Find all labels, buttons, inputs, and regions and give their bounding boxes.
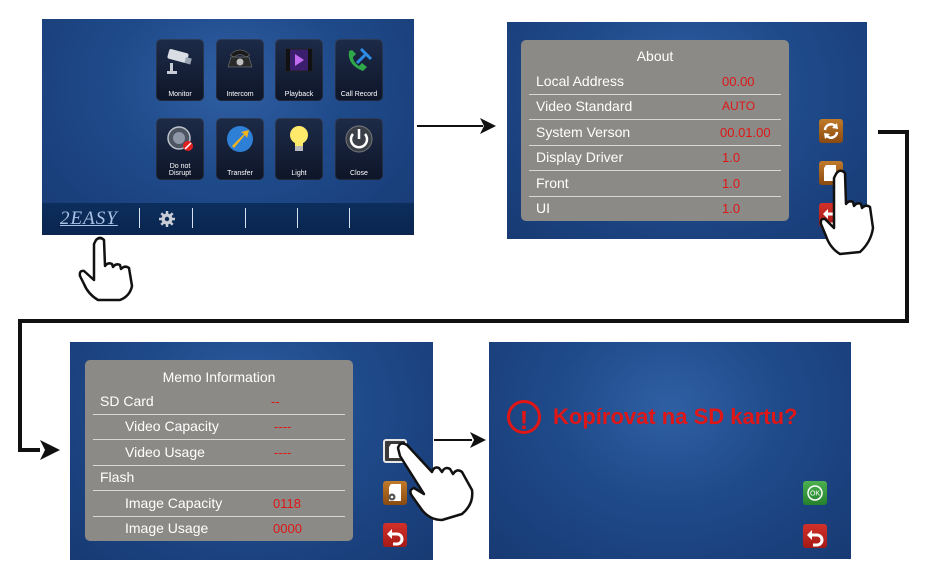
memo-panel: Memo Information SD Card -- Video Capaci… — [85, 360, 353, 541]
row-label: Image Usage — [125, 520, 209, 536]
back-button[interactable] — [803, 524, 827, 548]
row-value: 00.01.00 — [720, 125, 771, 140]
tile-intercom[interactable]: Intercom — [216, 39, 264, 101]
tile-transfer[interactable]: Transfer — [216, 118, 264, 180]
warning-icon: ! — [507, 400, 541, 435]
row-value: 1.0 — [722, 201, 741, 216]
info-row: Video Capacity ---- — [93, 415, 345, 440]
tile-label: Playback — [284, 91, 314, 98]
row-label: Image Capacity — [125, 495, 223, 511]
info-row: Video Standard AUTO — [529, 95, 781, 120]
info-row: UI 1.0 — [529, 197, 781, 221]
tile-label: Monitor — [168, 91, 192, 98]
info-row: Video Usage ---- — [93, 441, 345, 466]
flow-connector-icon — [18, 130, 909, 460]
power-icon — [345, 125, 373, 153]
tile-close[interactable]: Close — [335, 118, 383, 180]
tile-label: Do not Disrupt — [168, 163, 192, 177]
tile-call-record[interactable]: Call Record — [335, 39, 383, 101]
row-value: AUTO — [722, 99, 756, 113]
tile-label: Call Record — [340, 91, 378, 98]
about-panel: About Local Address 00.00 Video Standard… — [521, 40, 789, 221]
row-value: 1.0 — [722, 150, 741, 165]
tile-do-not-disrupt[interactable]: Do not Disrupt — [156, 118, 204, 180]
home-screen: Monitor Intercom Playback Call Record — [42, 19, 414, 235]
tile-playback[interactable]: Playback — [275, 39, 323, 101]
row-label: UI — [536, 200, 550, 216]
row-label: Video Usage — [125, 444, 205, 460]
tile-label: Light — [291, 170, 307, 177]
flow-arrow-icon — [417, 118, 496, 134]
light-bulb-icon — [290, 126, 308, 151]
row-label: Video Standard — [536, 98, 633, 114]
brand-logo[interactable]: 2EASY — [60, 208, 118, 229]
info-row: Image Usage 0000 — [93, 517, 345, 541]
tile-monitor[interactable]: Monitor — [156, 39, 204, 101]
ok-button[interactable]: OK — [803, 481, 827, 505]
refresh-button[interactable] — [819, 119, 843, 143]
info-row: Image Capacity 0118 — [93, 492, 345, 517]
tile-label: Close — [350, 170, 368, 177]
confirm-screen: ! Kopírovat na SD kartu? OK — [489, 342, 851, 559]
row-value: 0000 — [273, 521, 302, 536]
back-button[interactable] — [383, 523, 407, 547]
divider — [139, 208, 140, 228]
pointing-hand-icon — [396, 442, 474, 522]
divider — [192, 208, 193, 228]
divider — [245, 208, 246, 228]
row-label: Video Capacity — [125, 418, 219, 434]
panel-title: About — [636, 48, 674, 64]
sd-settings-icon — [388, 484, 401, 501]
row-value: 00.00 — [722, 74, 755, 89]
about-screen: About Local Address 00.00 Video Standard… — [507, 22, 867, 239]
refresh-icon — [823, 123, 839, 139]
bottom-bar: 2EASY — [42, 203, 414, 235]
panel-title: Memo Information — [162, 369, 276, 385]
tile-label: Transfer — [227, 170, 253, 177]
info-row: System Verson 00.01.00 — [529, 121, 781, 146]
row-label: SD Card — [100, 393, 154, 409]
back-icon — [807, 530, 824, 547]
gear-icon[interactable] — [158, 210, 176, 228]
sd-settings-button[interactable] — [383, 481, 407, 505]
call-arrows-icon — [348, 47, 373, 71]
row-value: ---- — [274, 419, 292, 434]
info-row: Display Driver 1.0 — [529, 146, 781, 171]
pointing-hand-icon — [78, 236, 134, 302]
row-value: ---- — [274, 445, 292, 460]
film-icon — [285, 48, 313, 72]
memo-screen: Memo Information SD Card -- Video Capaci… — [70, 342, 433, 560]
info-row: SD Card -- — [93, 390, 345, 415]
row-label: Display Driver — [536, 149, 624, 165]
tile-light[interactable]: Light — [275, 118, 323, 180]
row-value: 1.0 — [722, 176, 741, 191]
divider — [349, 208, 350, 228]
info-row: Local Address 00.00 — [529, 70, 781, 95]
camera-icon — [167, 49, 192, 74]
phone-icon — [227, 49, 253, 68]
transfer-arrow-icon — [227, 126, 253, 152]
tile-label: Intercom — [226, 91, 254, 98]
confirm-message: Kopírovat na SD kartu? — [553, 404, 798, 429]
divider — [297, 208, 298, 228]
confirm-dialog: ! Kopírovat na SD kartu? — [507, 400, 798, 435]
do-not-disturb-icon — [167, 126, 193, 151]
ok-icon: OK — [807, 485, 823, 501]
info-row: Front 1.0 — [529, 172, 781, 197]
svg-text:OK: OK — [810, 491, 820, 498]
pointing-hand-icon — [819, 169, 875, 256]
sd-card-icon — [824, 165, 836, 181]
flow-arrow-icon — [434, 432, 486, 448]
row-label: Flash — [100, 469, 135, 485]
info-row: Flash — [93, 466, 345, 491]
row-value: 0118 — [273, 496, 301, 511]
back-icon — [387, 529, 404, 546]
row-label: System Verson — [536, 124, 631, 140]
row-label: Front — [536, 175, 569, 191]
row-value: -- — [271, 394, 280, 409]
row-label: Local Address — [536, 73, 624, 89]
